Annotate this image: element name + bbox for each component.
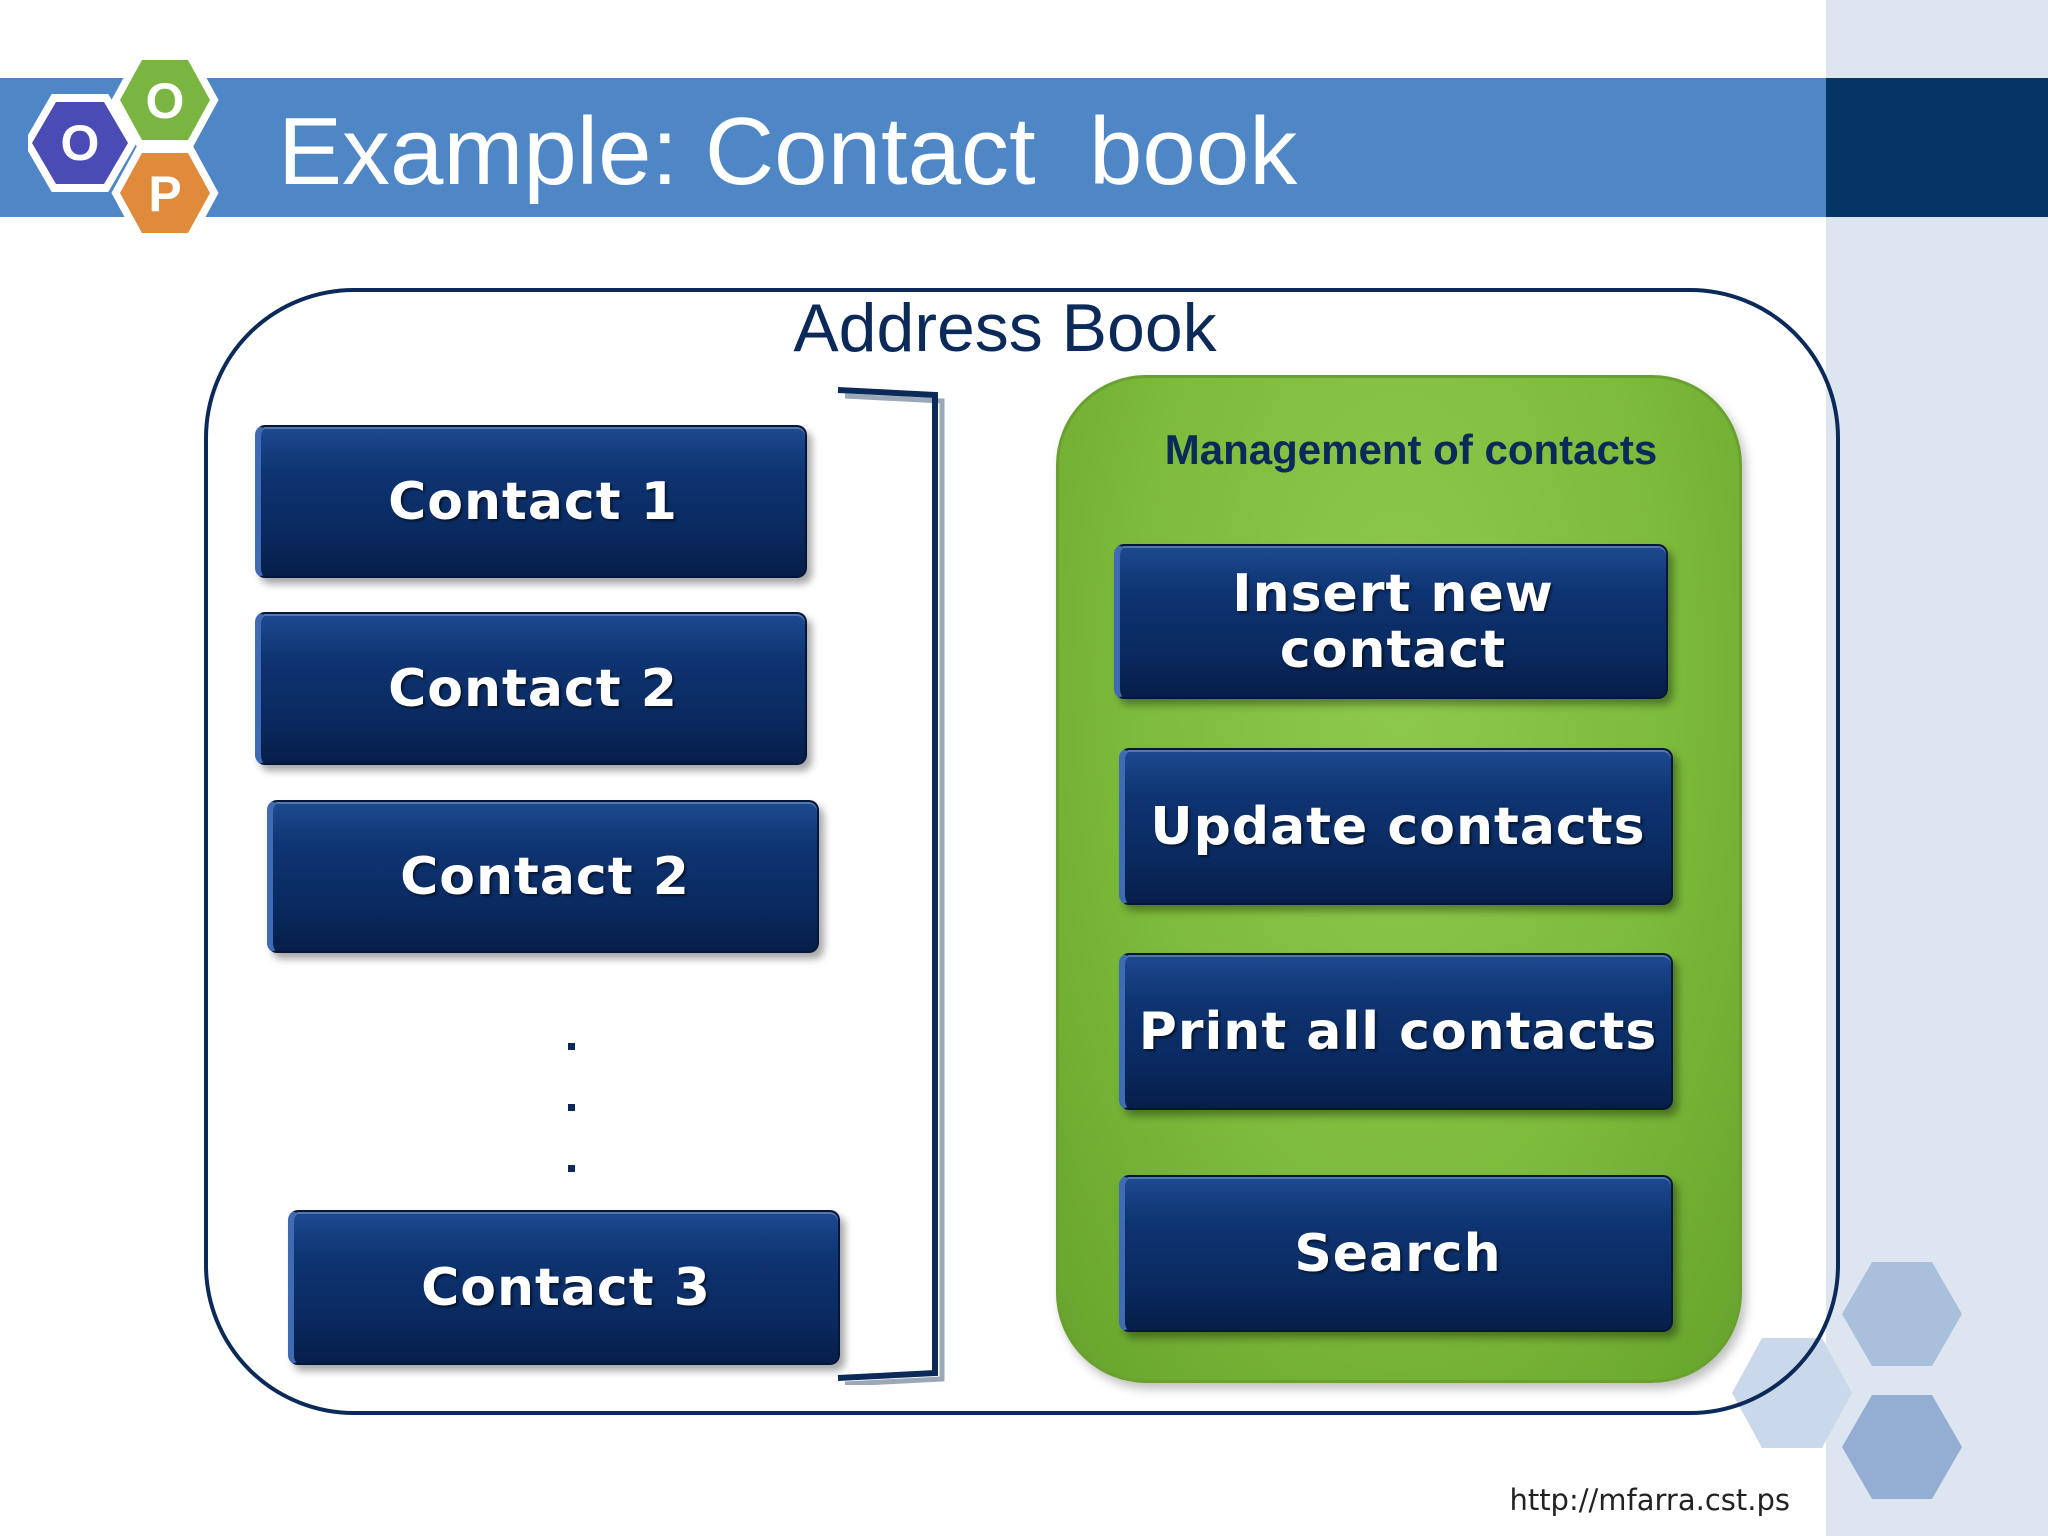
update-contacts-button[interactable]: Update contacts — [1119, 748, 1673, 905]
contacts-bracket — [837, 387, 945, 1385]
title-bar — [0, 78, 1826, 217]
print-all-contacts-button[interactable]: Print all contacts — [1119, 953, 1673, 1110]
contact-3-box[interactable]: Contact 3 — [288, 1210, 840, 1365]
logo-letter-o2: O — [146, 73, 185, 129]
address-book-title: Address Book — [793, 290, 1217, 366]
management-title: Management of contacts — [1164, 426, 1658, 473]
logo-letter-p: P — [148, 166, 181, 222]
ellipsis-dot-1 — [568, 1043, 575, 1050]
footer-url: http://mfarra.cst.ps — [1509, 1483, 1790, 1517]
logo-letter-o1: O — [61, 115, 100, 171]
oop-logo: O O P — [28, 52, 219, 241]
contact-2-box[interactable]: Contact 2 — [255, 612, 807, 765]
address-book-frame — [204, 288, 1840, 1415]
search-button[interactable]: Search — [1119, 1175, 1673, 1332]
ellipsis-dot-3 — [568, 1165, 575, 1172]
contact-1-box[interactable]: Contact 1 — [255, 425, 807, 578]
title-bar-dark-block — [1826, 78, 2048, 217]
contact-2-second-box[interactable]: Contact 2 — [267, 800, 819, 953]
slide-title: Example: Contact book — [278, 98, 1298, 205]
ellipsis-dot-2 — [568, 1104, 575, 1111]
decorative-hexagons — [1732, 1262, 1962, 1499]
insert-new-contact-button[interactable]: Insert new contact — [1114, 544, 1668, 699]
